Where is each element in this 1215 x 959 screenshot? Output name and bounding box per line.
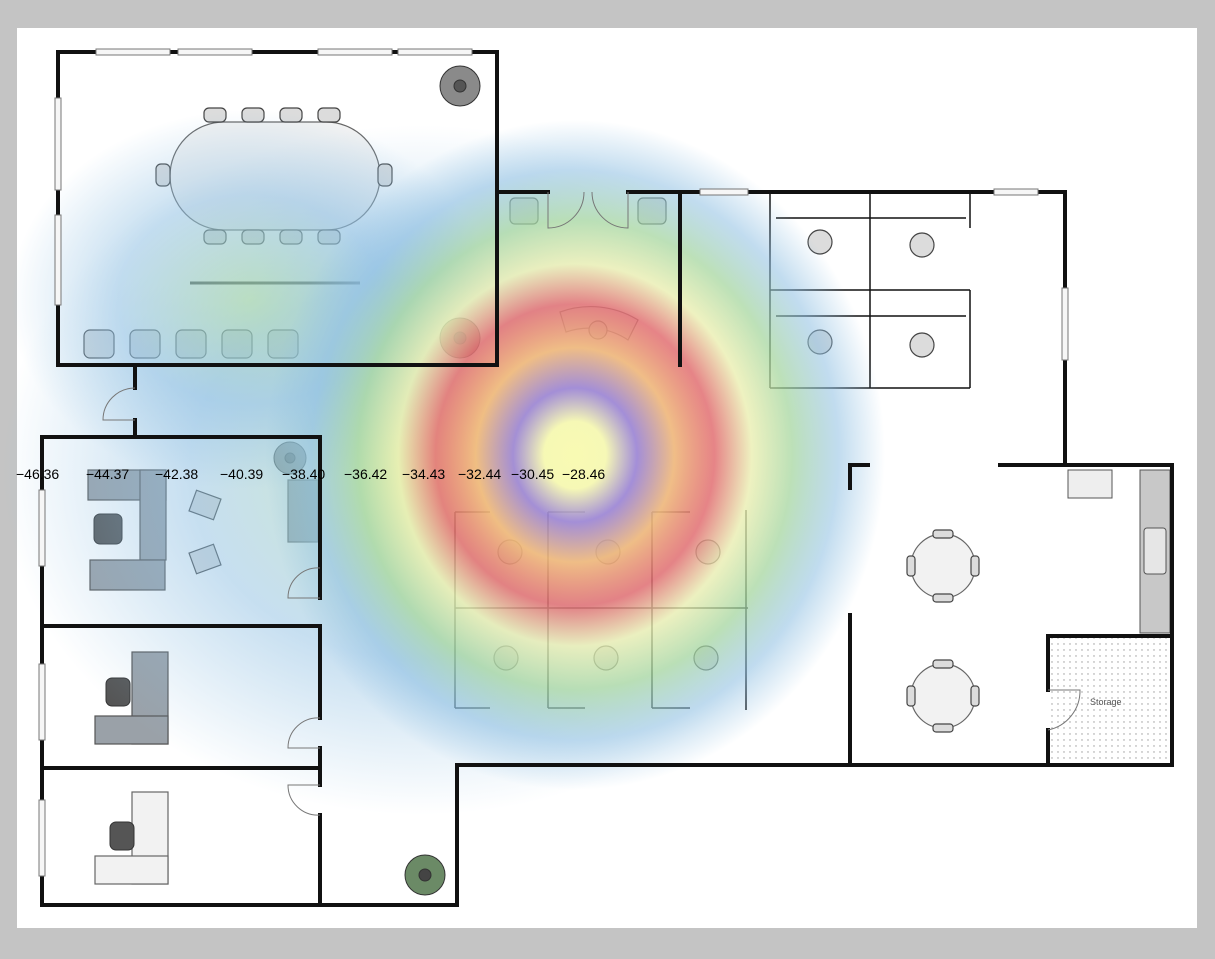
break-room-tables <box>906 529 980 733</box>
plant-icon <box>439 65 481 107</box>
plant-icon <box>404 854 446 896</box>
signal-heatmap <box>0 110 885 815</box>
signal-scale-labels: −46.36 −44.37 −42.38 −40.39 −38.40 −36.4… <box>16 466 605 482</box>
scale-label: −42.38 <box>155 466 198 482</box>
scale-label: −40.39 <box>220 466 263 482</box>
windows <box>38 48 1069 877</box>
sink-icon <box>1143 527 1167 575</box>
scale-label: −28.46 <box>562 466 605 482</box>
doors <box>102 191 1081 816</box>
office-desk-return <box>94 855 169 885</box>
scale-label: −44.37 <box>86 466 129 482</box>
scale-label: −38.40 <box>282 466 325 482</box>
scale-label: −34.43 <box>402 466 445 482</box>
storage-floor <box>1050 636 1172 764</box>
scale-label: −30.45 <box>511 466 554 482</box>
walls <box>40 50 1174 907</box>
office-chair <box>109 821 135 851</box>
storage-label: Storage <box>1090 697 1122 707</box>
scale-label: −36.42 <box>344 466 387 482</box>
scale-label: −46.36 <box>16 466 59 482</box>
appliance-icon <box>1067 469 1113 499</box>
scale-label: −32.44 <box>458 466 501 482</box>
